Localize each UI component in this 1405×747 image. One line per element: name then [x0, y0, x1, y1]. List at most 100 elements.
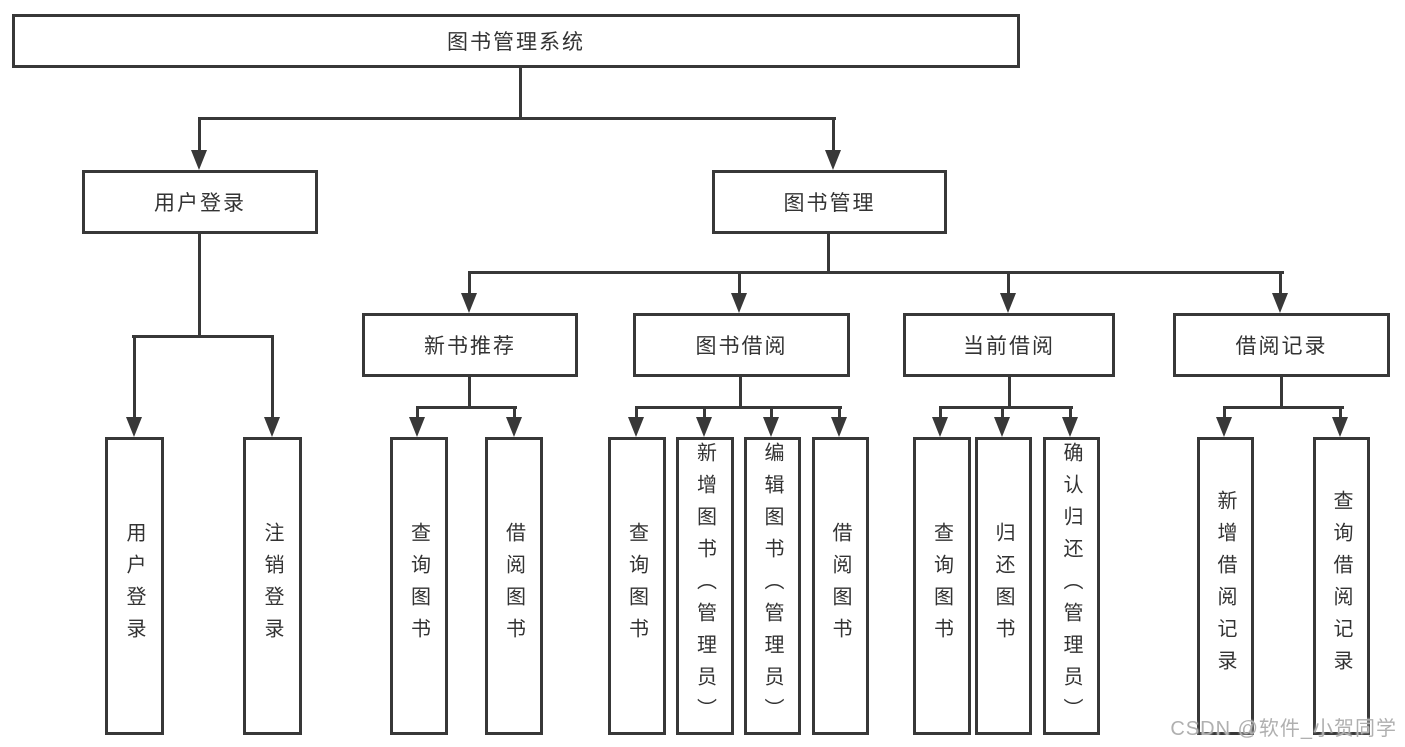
- node-label: 借阅图书: [502, 522, 525, 650]
- arrow-head: [1000, 293, 1016, 313]
- arrow-down-icon: [461, 271, 478, 313]
- arrow-stem: [939, 406, 942, 420]
- arrow-stem: [133, 335, 136, 420]
- node-label: 图书借阅: [695, 335, 788, 358]
- arrow-head: [825, 150, 841, 170]
- node-label: 注销登录: [261, 522, 283, 650]
- node-label: 查询图书: [625, 522, 648, 650]
- node-borrow-records: 借阅记录: [1173, 313, 1390, 377]
- connector-user-login-stem: [198, 233, 201, 337]
- connector-current-borrow-stem: [1008, 377, 1011, 409]
- arrow-stem: [703, 406, 706, 420]
- node-leaf-query-books-recommend: 查询图书: [390, 437, 448, 735]
- arrow-stem: [1069, 406, 1072, 420]
- node-book-borrowing: 图书借阅: [633, 313, 850, 377]
- arrow-head: [264, 417, 280, 437]
- arrow-head: [1216, 417, 1232, 437]
- node-leaf-edit-books-admin: 编辑图书（管理员）: [744, 437, 801, 735]
- node-leaf-query-borrow-record: 查询借阅记录: [1313, 437, 1370, 735]
- node-label: 用户登录: [123, 522, 145, 650]
- node-leaf-borrow-books-recommend: 借阅图书: [485, 437, 543, 735]
- node-user-login: 用户登录: [82, 170, 318, 234]
- arrow-down-icon: [409, 406, 426, 437]
- node-leaf-logout: 注销登录: [243, 437, 302, 735]
- node-current-borrowing: 当前借阅: [903, 313, 1115, 377]
- node-label: 当前借阅: [963, 335, 1055, 358]
- connector-book-mgmt-stem: [827, 233, 830, 274]
- node-leaf-query-books-borrow: 查询图书: [608, 437, 666, 735]
- node-label: 确认归还（管理员）: [1060, 442, 1082, 730]
- arrow-stem: [1223, 406, 1226, 420]
- node-label: 用户登录: [154, 192, 246, 215]
- node-label: 归还图书: [992, 522, 1014, 650]
- arrow-head: [191, 150, 207, 170]
- arrow-stem: [198, 117, 201, 153]
- node-label: 查询图书: [407, 522, 430, 650]
- node-leaf-add-borrow-record: 新增借阅记录: [1197, 437, 1254, 735]
- arrow-stem: [1339, 406, 1342, 420]
- node-book-management: 图书管理: [712, 170, 947, 234]
- node-label: 图书管理: [783, 192, 876, 215]
- arrow-head: [932, 417, 948, 437]
- arrow-head: [696, 417, 712, 437]
- arrow-down-icon: [825, 117, 842, 170]
- arrow-head: [831, 417, 847, 437]
- node-leaf-user-login: 用户登录: [105, 437, 164, 735]
- arrow-stem: [416, 406, 419, 420]
- connector-borrow-record-stem: [1280, 377, 1283, 409]
- connector-borrow-record-branch: [1223, 406, 1344, 409]
- arrow-stem: [838, 406, 841, 420]
- node-label: 查询图书: [930, 522, 953, 650]
- arrow-head: [409, 417, 425, 437]
- node-leaf-query-books-current: 查询图书: [913, 437, 971, 735]
- arrow-down-icon: [1272, 271, 1289, 313]
- connector-new-book-branch: [416, 406, 517, 409]
- connector-book-borrow-branch: [635, 406, 842, 409]
- arrow-down-icon: [1062, 406, 1079, 437]
- arrow-down-icon: [506, 406, 523, 437]
- arrow-stem: [635, 406, 638, 420]
- arrow-down-icon: [126, 335, 143, 437]
- node-leaf-return-books: 归还图书: [975, 437, 1032, 735]
- connector-new-book-stem: [468, 377, 471, 409]
- node-library-system: 图书管理系统: [12, 14, 1020, 68]
- arrow-head: [1332, 417, 1348, 437]
- arrow-stem: [770, 406, 773, 420]
- arrow-down-icon: [1216, 406, 1233, 437]
- node-label: 图书管理系统: [447, 31, 585, 54]
- connector-user-login-branch: [132, 335, 273, 338]
- connector-level3-branch: [468, 271, 1284, 274]
- node-label: 新增图书（管理员）: [693, 442, 716, 730]
- arrow-stem: [1007, 271, 1010, 296]
- node-label: 新书推荐: [424, 335, 516, 358]
- arrow-down-icon: [191, 117, 208, 170]
- node-label: 查询借阅记录: [1330, 490, 1352, 682]
- arrow-down-icon: [731, 271, 748, 313]
- connector-book-borrow-stem: [739, 377, 742, 409]
- arrow-down-icon: [1000, 271, 1017, 313]
- arrow-stem: [738, 271, 741, 296]
- arrow-stem: [468, 271, 471, 296]
- node-leaf-add-books-admin: 新增图书（管理员）: [676, 437, 734, 735]
- arrow-head: [994, 417, 1010, 437]
- node-label: 新增借阅记录: [1214, 490, 1236, 682]
- arrow-down-icon: [264, 335, 281, 437]
- node-label: 借阅图书: [829, 522, 851, 650]
- arrow-head: [126, 417, 142, 437]
- arrow-head: [1062, 417, 1078, 437]
- arrow-head: [506, 417, 522, 437]
- csdn-watermark: CSDN @软件_小贺同学: [1170, 718, 1397, 740]
- node-leaf-borrow-books: 借阅图书: [812, 437, 869, 735]
- arrow-head: [731, 293, 747, 313]
- arrow-stem: [1001, 406, 1004, 420]
- arrow-down-icon: [696, 406, 713, 437]
- arrow-head: [1272, 293, 1288, 313]
- arrow-stem: [513, 406, 516, 420]
- node-new-book-recommend: 新书推荐: [362, 313, 578, 377]
- connector-root-stem: [519, 68, 522, 120]
- arrow-down-icon: [831, 406, 848, 437]
- arrow-down-icon: [994, 406, 1011, 437]
- arrow-down-icon: [1332, 406, 1349, 437]
- arrow-stem: [832, 117, 835, 153]
